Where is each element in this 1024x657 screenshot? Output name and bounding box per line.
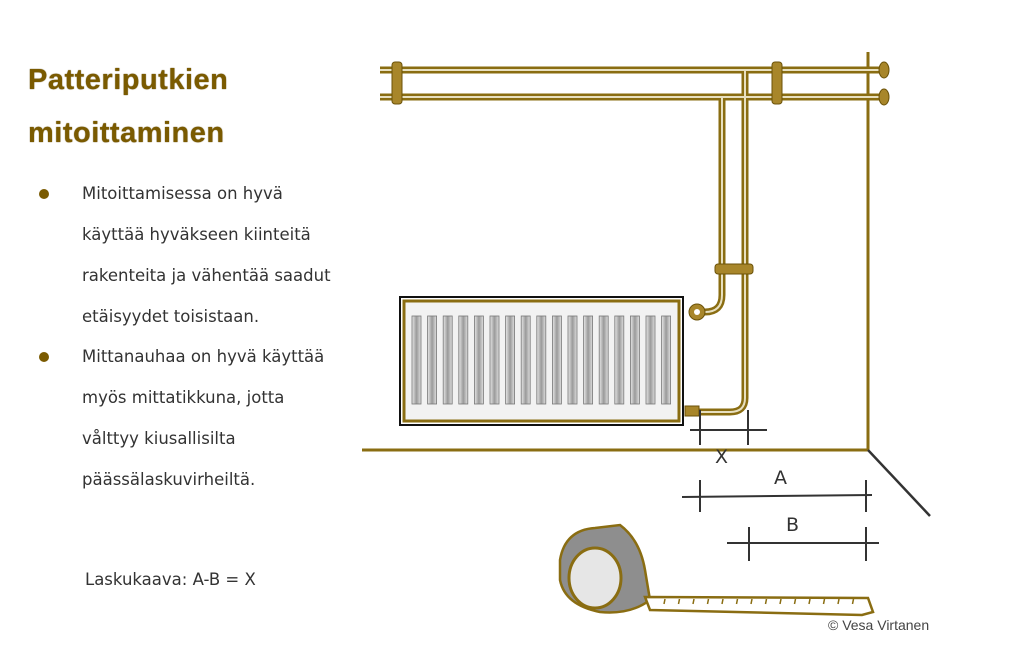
bullet-1-line-2: käyttää hyväkseen kiinteitä (82, 225, 311, 244)
formula: Laskukaava: A-B = X (85, 570, 256, 589)
tape-tick (692, 598, 695, 605)
tape-tick (837, 598, 840, 605)
radiator-fin (583, 315, 593, 405)
radiator-fin (645, 315, 656, 405)
tape-tick (706, 598, 710, 605)
radiator-fin (598, 315, 609, 405)
bullet-2-line-1: Mittanauhaa on hyvä käyttää (82, 347, 325, 366)
bullet-1-line-3: rakenteita ja vähentää saadut (82, 266, 331, 285)
tape-measure-icon (558, 523, 875, 617)
title-line-2: mitoittaminen (28, 117, 225, 149)
tape-tick (764, 598, 768, 605)
wall-lines (362, 52, 870, 452)
tape-tick (779, 598, 782, 605)
radiator-fin (567, 315, 578, 405)
radiator-fin (505, 315, 516, 405)
tape-tick (822, 598, 826, 605)
radiator-fin (442, 315, 453, 405)
title-line-1: Patteriputkien (28, 64, 229, 96)
dimension-x-label: X (715, 446, 729, 468)
dimension-b-label: B (786, 514, 800, 536)
tape-tick (750, 598, 753, 605)
bullet-2-line-4: päässälaskuvirheiltä. (82, 470, 256, 489)
tape-tick (677, 598, 681, 605)
tape-tick (663, 598, 666, 605)
tape-tick (808, 598, 811, 605)
radiator-fin (614, 315, 625, 405)
bullet-2-line-2: myös mittatikkuna, jotta (82, 388, 285, 407)
radiator-fin (458, 315, 469, 405)
radiator-fin (630, 315, 640, 405)
radiator-fin (520, 315, 531, 405)
dimension-a-label: A (774, 467, 787, 489)
bullet-1-line-4: etäisyydet toisistaan. (82, 307, 260, 326)
tape-tick (721, 598, 724, 605)
tape-tick (793, 598, 797, 605)
radiator-fin (536, 315, 547, 405)
radiator-fin (489, 315, 500, 405)
bullet-icon (39, 352, 49, 362)
radiator-fin (427, 315, 438, 405)
tape-tick (851, 598, 855, 605)
radiator (399, 296, 684, 426)
bullet-2-line-3: vålttyy kiusallisilta (82, 429, 236, 448)
radiator-fin (411, 315, 422, 405)
bullet-icon (39, 189, 49, 199)
radiator-fin (552, 315, 562, 405)
copyright: © Vesa Virtanen (828, 617, 930, 633)
tape-tick (735, 598, 739, 605)
dimension-lines (681, 410, 879, 561)
bullet-1-line-1: Mitoittamisessa on hyvä (82, 184, 283, 203)
supply-pipes (380, 61, 890, 417)
corner-line (867, 449, 931, 517)
radiator-fin (661, 315, 671, 405)
radiator-fin (473, 315, 484, 405)
